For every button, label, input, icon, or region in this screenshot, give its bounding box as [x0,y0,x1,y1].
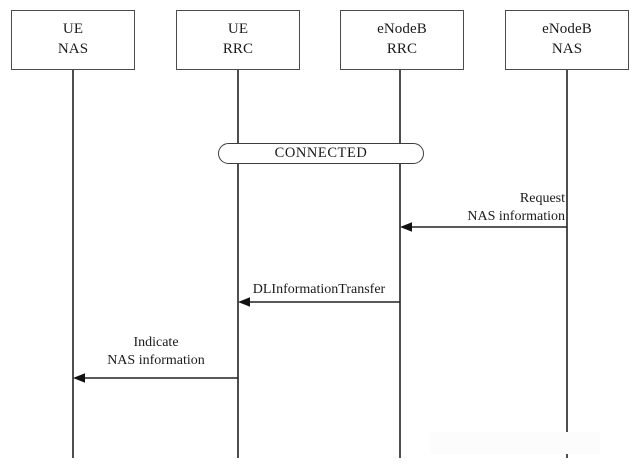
lifeline-header-ue-rrc: UE RRC [176,10,300,70]
message-label-request-nas-information-line2: NAS information [467,208,565,224]
message-arrow-request-nas-information [400,222,567,232]
lifeline-header-enodeb-nas-line1: eNodeB [542,21,592,38]
message-arrow-indicate-nas-information [73,373,238,383]
message-label-dl-information-transfer: DLInformationTransfer [238,281,400,299]
lifeline-header-ue-rrc-line1: UE [227,21,249,38]
lifeline-header-enodeb-rrc-line2: RRC [386,41,418,57]
lifeline-header-enodeb-nas-line2: NAS [551,41,583,57]
lifeline-header-ue-nas-line1: UE [62,21,84,38]
lifeline-header-ue-rrc-line2: RRC [222,41,254,57]
state-connected-label: CONNECTED [274,145,368,161]
message-label-indicate-nas-information: Indicate NAS information [80,334,232,370]
lifeline-header-enodeb-nas: eNodeB NAS [505,10,629,70]
state-connected: CONNECTED [218,143,424,164]
lifeline-header-ue-nas-line2: NAS [57,41,89,57]
lifeline-header-enodeb-rrc: eNodeB RRC [340,10,464,70]
message-label-indicate-nas-information-line2: NAS information [107,352,205,368]
lifeline-axes [72,70,568,458]
message-label-request-nas-information-line1: Request [519,191,565,206]
lifeline-header-enodeb-rrc-line1: eNodeB [377,21,427,38]
message-label-dl-information-transfer-line1: DLInformationTransfer [252,282,386,297]
message-arrow-dl-information-transfer [238,297,400,307]
message-label-request-nas-information: Request NAS information [417,190,565,226]
lifeline-header-ue-nas: UE NAS [11,10,135,70]
message-label-indicate-nas-information-line1: Indicate [133,335,179,350]
